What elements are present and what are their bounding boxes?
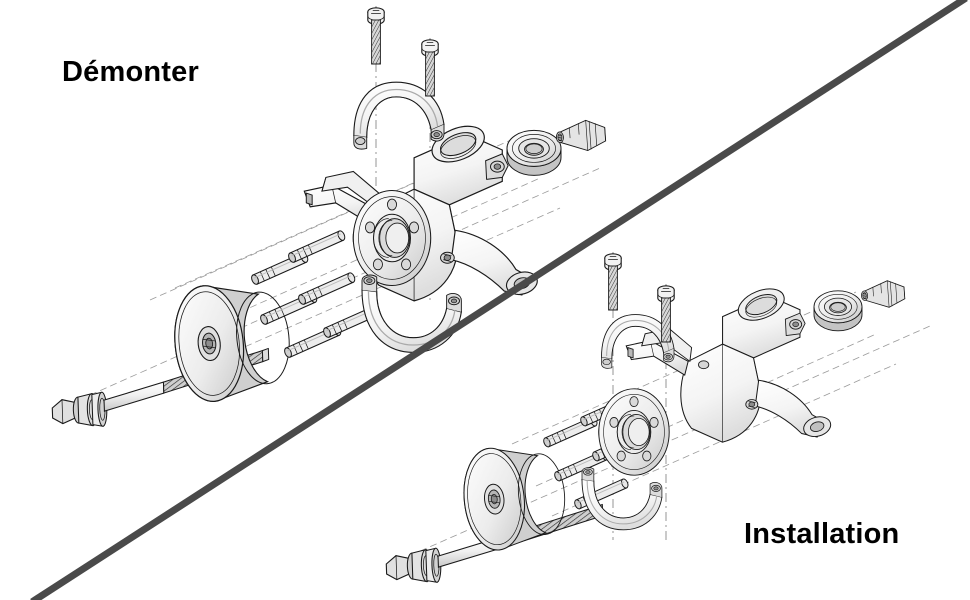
removal-assembly — [49, 6, 607, 429]
hex-sleeve-installation — [860, 279, 906, 310]
press-plate-removal — [168, 276, 296, 406]
installation-assembly — [383, 252, 931, 585]
hub-flange-installation — [598, 388, 670, 476]
hex-sleeve-removal — [554, 118, 607, 154]
cap-bolt-removal-1 — [367, 7, 385, 65]
hub-flange-removal — [352, 189, 432, 287]
bearing-disc-installation — [813, 290, 863, 332]
panel-label-demonter: Démonter — [62, 56, 199, 88]
panel-label-installation: Installation — [744, 518, 900, 550]
cap-bolt-removal-2 — [421, 39, 439, 97]
bearing-disc-removal — [506, 129, 562, 176]
lower-yoke-installation — [581, 467, 663, 531]
cap-bolt-installation-1 — [604, 253, 622, 311]
press-plate-installation — [458, 440, 571, 554]
diagonal-separator — [30, 0, 968, 600]
